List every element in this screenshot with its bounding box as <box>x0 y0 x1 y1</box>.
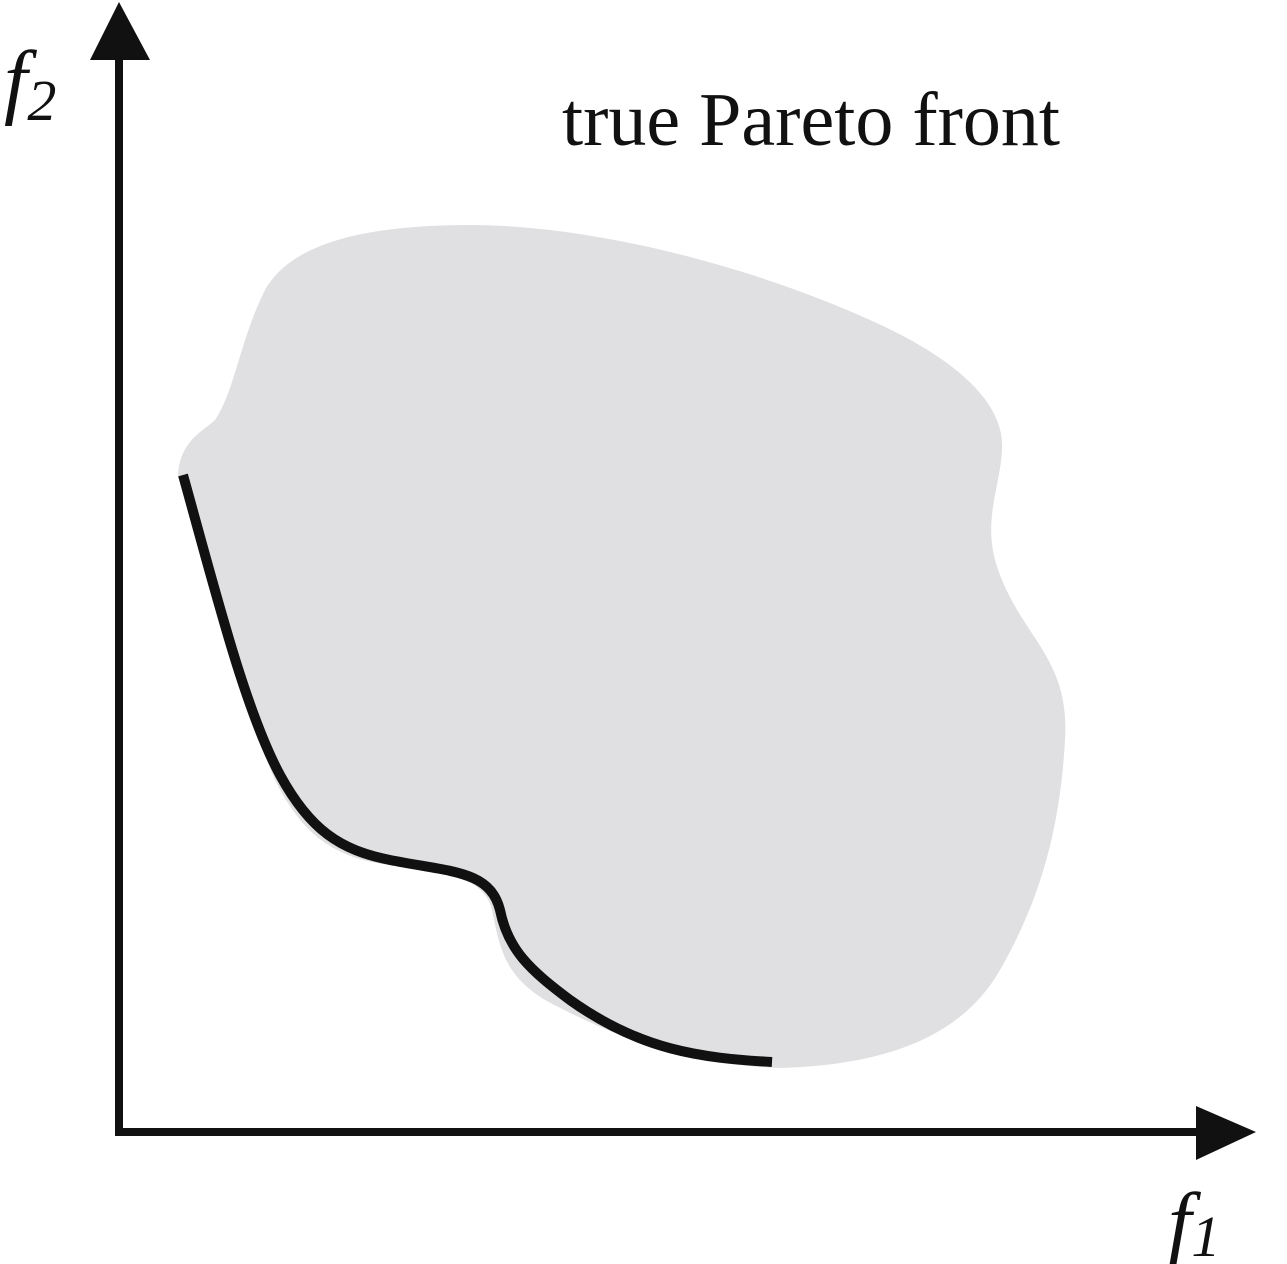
pareto-front-curve <box>178 473 773 1067</box>
y-axis-arrowhead <box>90 2 150 60</box>
x-axis-label: f1 <box>1168 1176 1220 1264</box>
y-axis-label: f2 <box>4 34 56 133</box>
feasible-region <box>178 225 1066 1068</box>
pareto-front-annotation: true Pareto front <box>562 78 1060 162</box>
x-axis-arrowhead <box>1196 1106 1256 1160</box>
